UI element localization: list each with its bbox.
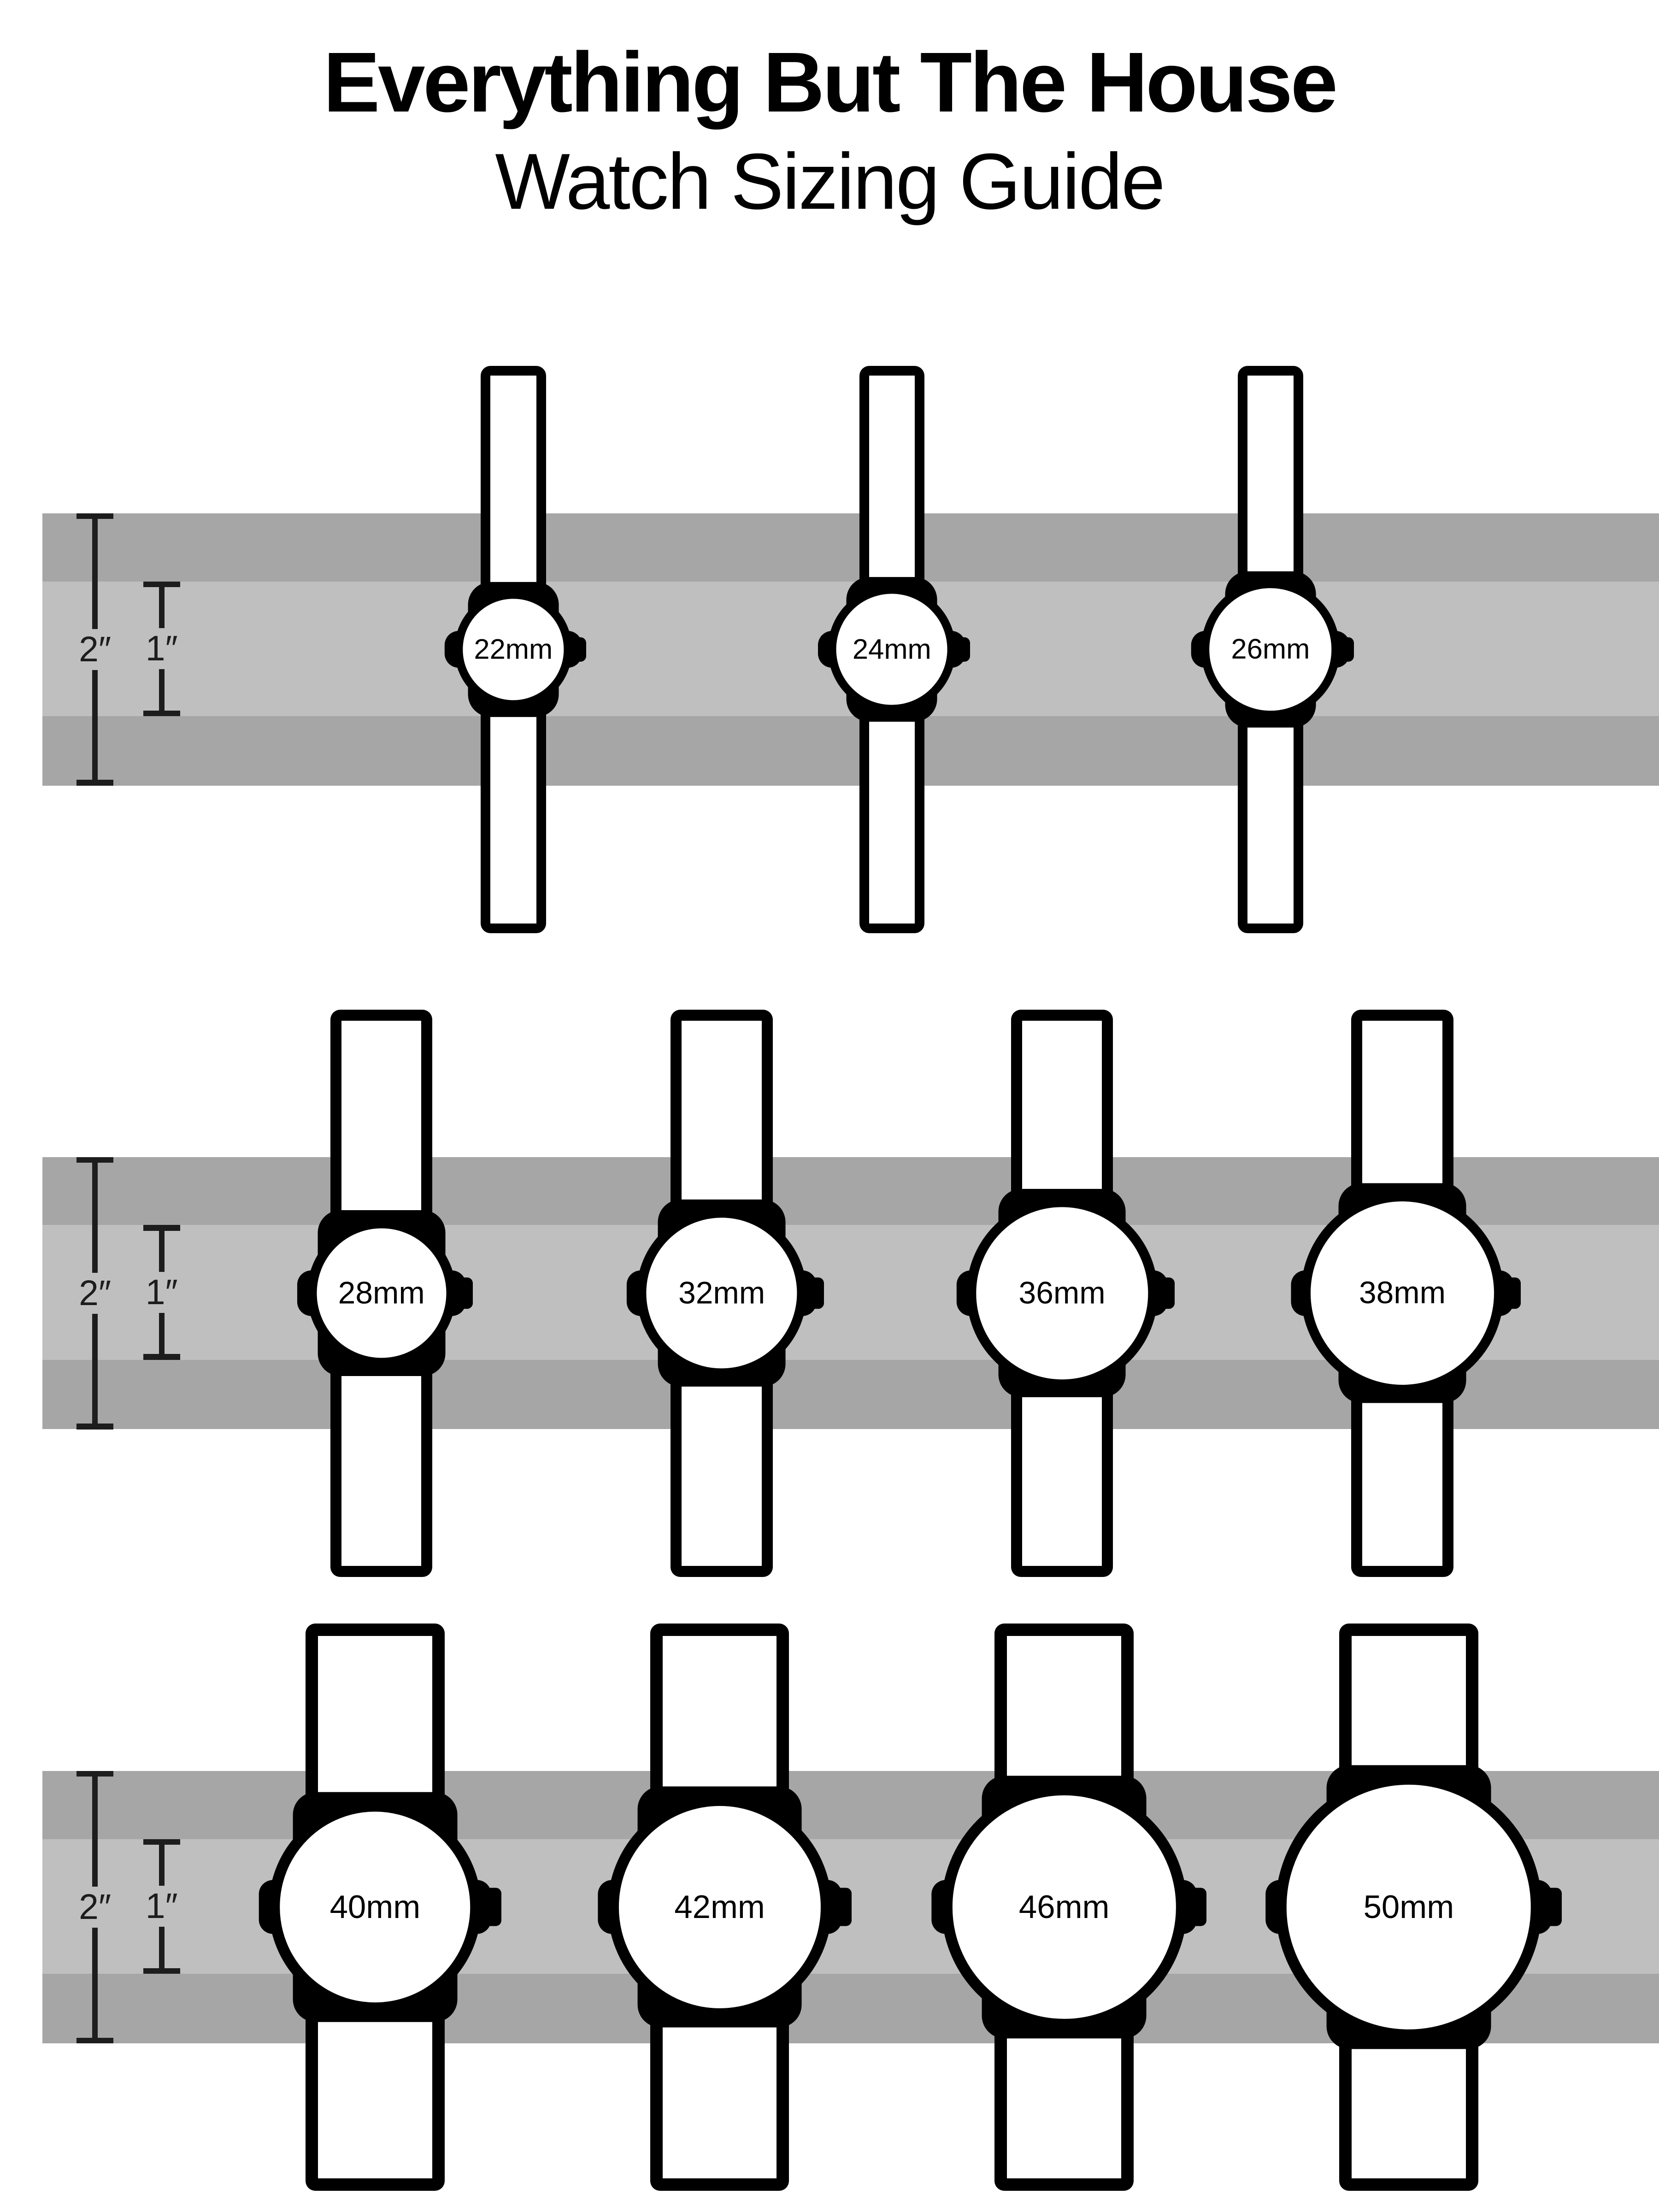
- watch-crown: [478, 1888, 501, 1926]
- ruler-cap: [76, 780, 114, 786]
- watch-crown: [1500, 1277, 1521, 1309]
- watch-size-label: 42mm: [674, 1888, 765, 1925]
- ruler-line: [92, 1777, 98, 1887]
- one-inch-ruler: 1″: [137, 1225, 186, 1360]
- ruler-line: [159, 1845, 165, 1886]
- watch-crown: [1539, 1888, 1562, 1926]
- one-inch-ruler: 1″: [137, 1839, 186, 1974]
- watch-24mm: 24mm: [818, 365, 970, 933]
- watch-crown: [1155, 1277, 1175, 1309]
- watch-22mm: 22mm: [444, 365, 587, 933]
- watch-dial: 40mm: [269, 1800, 482, 2014]
- page-subtitle: Watch Sizing Guide: [495, 136, 1165, 226]
- watch-36mm: 36mm: [956, 1009, 1175, 1577]
- watch-size-label: 50mm: [1363, 1888, 1454, 1925]
- watch-dial: 28mm: [307, 1218, 456, 1368]
- watch-dial: 36mm: [966, 1197, 1158, 1389]
- ruler-line: [92, 1928, 98, 2038]
- ruler-line: [92, 1163, 98, 1273]
- two-inch-label: 2″: [79, 629, 112, 669]
- watch-crown: [1184, 1888, 1207, 1926]
- title-block: Everything But The House Watch Sizing Gu…: [0, 37, 1659, 224]
- watch-dial: 32mm: [636, 1208, 807, 1378]
- ruler-cap: [143, 710, 180, 716]
- watch-dial: 46mm: [941, 1784, 1187, 2030]
- watch-40mm: 40mm: [259, 1624, 501, 2191]
- ruler-line: [159, 1230, 165, 1272]
- watch-dial: 22mm: [454, 590, 572, 708]
- watch-dial: 42mm: [607, 1795, 832, 2019]
- ruler-cap: [143, 581, 180, 587]
- two-inch-label: 2″: [79, 1273, 112, 1313]
- watch-size-label: 22mm: [474, 633, 553, 665]
- ruler-cap: [143, 1354, 180, 1360]
- ruler-line: [159, 1313, 165, 1354]
- one-inch-label: 1″: [145, 1886, 178, 1926]
- watch-group-large: 40mm 42mm 46mm 50mm: [0, 1624, 1659, 2191]
- watch-50mm: 50mm: [1265, 1624, 1562, 2191]
- two-inch-ruler: 2″: [71, 1157, 119, 1430]
- watch-size-label: 28mm: [338, 1276, 425, 1311]
- ruler-line: [159, 1927, 165, 1968]
- watch-size-label: 40mm: [329, 1888, 421, 1925]
- ruler-cap: [143, 1839, 180, 1845]
- size-row-large: 2″ 1″ 40mm 42mm 46mm 50mm: [0, 1624, 1659, 2191]
- two-inch-label: 2″: [79, 1887, 112, 1927]
- one-inch-label: 1″: [145, 1272, 178, 1312]
- watch-46mm: 46mm: [931, 1624, 1207, 2191]
- two-inch-ruler: 2″: [71, 513, 119, 786]
- watch-42mm: 42mm: [597, 1624, 852, 2191]
- size-row-medium: 2″ 1″ 28mm 32mm 36mm 38mm: [0, 1009, 1659, 1577]
- ruler-cap: [76, 2037, 114, 2043]
- size-row-small: 2″ 1″ 22mm 24mm 26mm: [0, 365, 1659, 933]
- watch-group-medium: 28mm 32mm 36mm 38mm: [0, 1009, 1659, 1577]
- two-inch-ruler: 2″: [71, 1771, 119, 2043]
- ruler-line: [92, 519, 98, 629]
- watch-38mm: 38mm: [1291, 1009, 1521, 1577]
- ruler-cap: [76, 513, 114, 519]
- watch-group-small: 22mm 24mm 26mm: [0, 365, 1659, 933]
- ruler-line: [92, 670, 98, 780]
- watch-size-label: 24mm: [852, 633, 931, 665]
- ruler-cap: [76, 1771, 114, 1777]
- ruler-line: [159, 669, 165, 711]
- watch-size-label: 32mm: [678, 1276, 765, 1311]
- one-inch-label: 1″: [145, 629, 178, 669]
- watch-dial: 50mm: [1275, 1774, 1542, 2041]
- watch-size-label: 38mm: [1359, 1276, 1446, 1311]
- watch-crown: [829, 1888, 852, 1926]
- ruler-cap: [76, 1157, 114, 1163]
- watch-size-label: 36mm: [1018, 1276, 1106, 1311]
- watch-26mm: 26mm: [1191, 365, 1354, 933]
- page-title: Everything But The House: [323, 35, 1338, 130]
- watch-crown: [453, 1277, 473, 1309]
- one-inch-ruler: 1″: [137, 581, 186, 716]
- watch-crown: [804, 1277, 824, 1309]
- ruler-line: [159, 587, 165, 629]
- watch-size-label: 26mm: [1231, 633, 1310, 665]
- watch-crown: [569, 637, 587, 662]
- watch-dial: 38mm: [1301, 1192, 1504, 1395]
- watch-32mm: 32mm: [626, 1009, 824, 1577]
- watch-dial: 24mm: [828, 585, 956, 713]
- watch-28mm: 28mm: [297, 1009, 473, 1577]
- ruler-cap: [76, 1424, 114, 1430]
- watch-dial: 26mm: [1201, 580, 1340, 719]
- ruler-cap: [143, 1225, 180, 1231]
- ruler-line: [92, 1313, 98, 1424]
- ruler-cap: [143, 1968, 180, 1974]
- watch-size-label: 46mm: [1018, 1888, 1110, 1925]
